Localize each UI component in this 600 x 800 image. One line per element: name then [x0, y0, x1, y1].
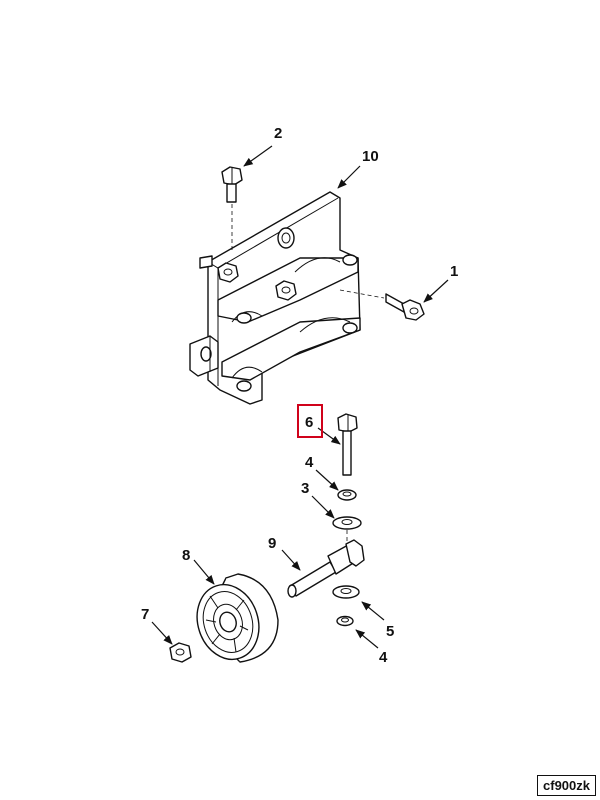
- shoulder-bolt-part-9: [287, 530, 365, 598]
- hex-nut-part-7: [169, 642, 192, 663]
- bolt-part-1: [339, 289, 425, 321]
- mounting-bracket-part-10: [189, 191, 361, 405]
- callout-4-upper: 4: [305, 454, 314, 471]
- callout-9: 9: [268, 535, 276, 552]
- figure-code-label: cf900zk: [537, 775, 596, 796]
- lock-washer-part-4-lower: [336, 615, 354, 627]
- callout-3: 3: [301, 480, 309, 497]
- callout-2: 2: [274, 125, 282, 142]
- flat-washer-part-3: [332, 516, 362, 530]
- callout-1: 1: [450, 263, 458, 280]
- bolt-part-6: [337, 413, 358, 476]
- callout-4-lower: 4: [379, 649, 388, 666]
- idler-pulley-part-8: [196, 573, 279, 663]
- flat-washer-part-5: [332, 585, 360, 599]
- callout-6: 6: [305, 414, 313, 431]
- callout-10: 10: [362, 148, 379, 165]
- bolt-part-2: [221, 166, 243, 252]
- callout-labels: 2 10 1 6 4 3 9 8 7 5 4: [141, 125, 458, 666]
- callout-5: 5: [386, 623, 394, 640]
- callout-7: 7: [141, 606, 149, 623]
- lock-washer-part-4-upper: [337, 489, 357, 501]
- callout-highlight-box: [297, 404, 323, 438]
- callout-8: 8: [182, 547, 190, 564]
